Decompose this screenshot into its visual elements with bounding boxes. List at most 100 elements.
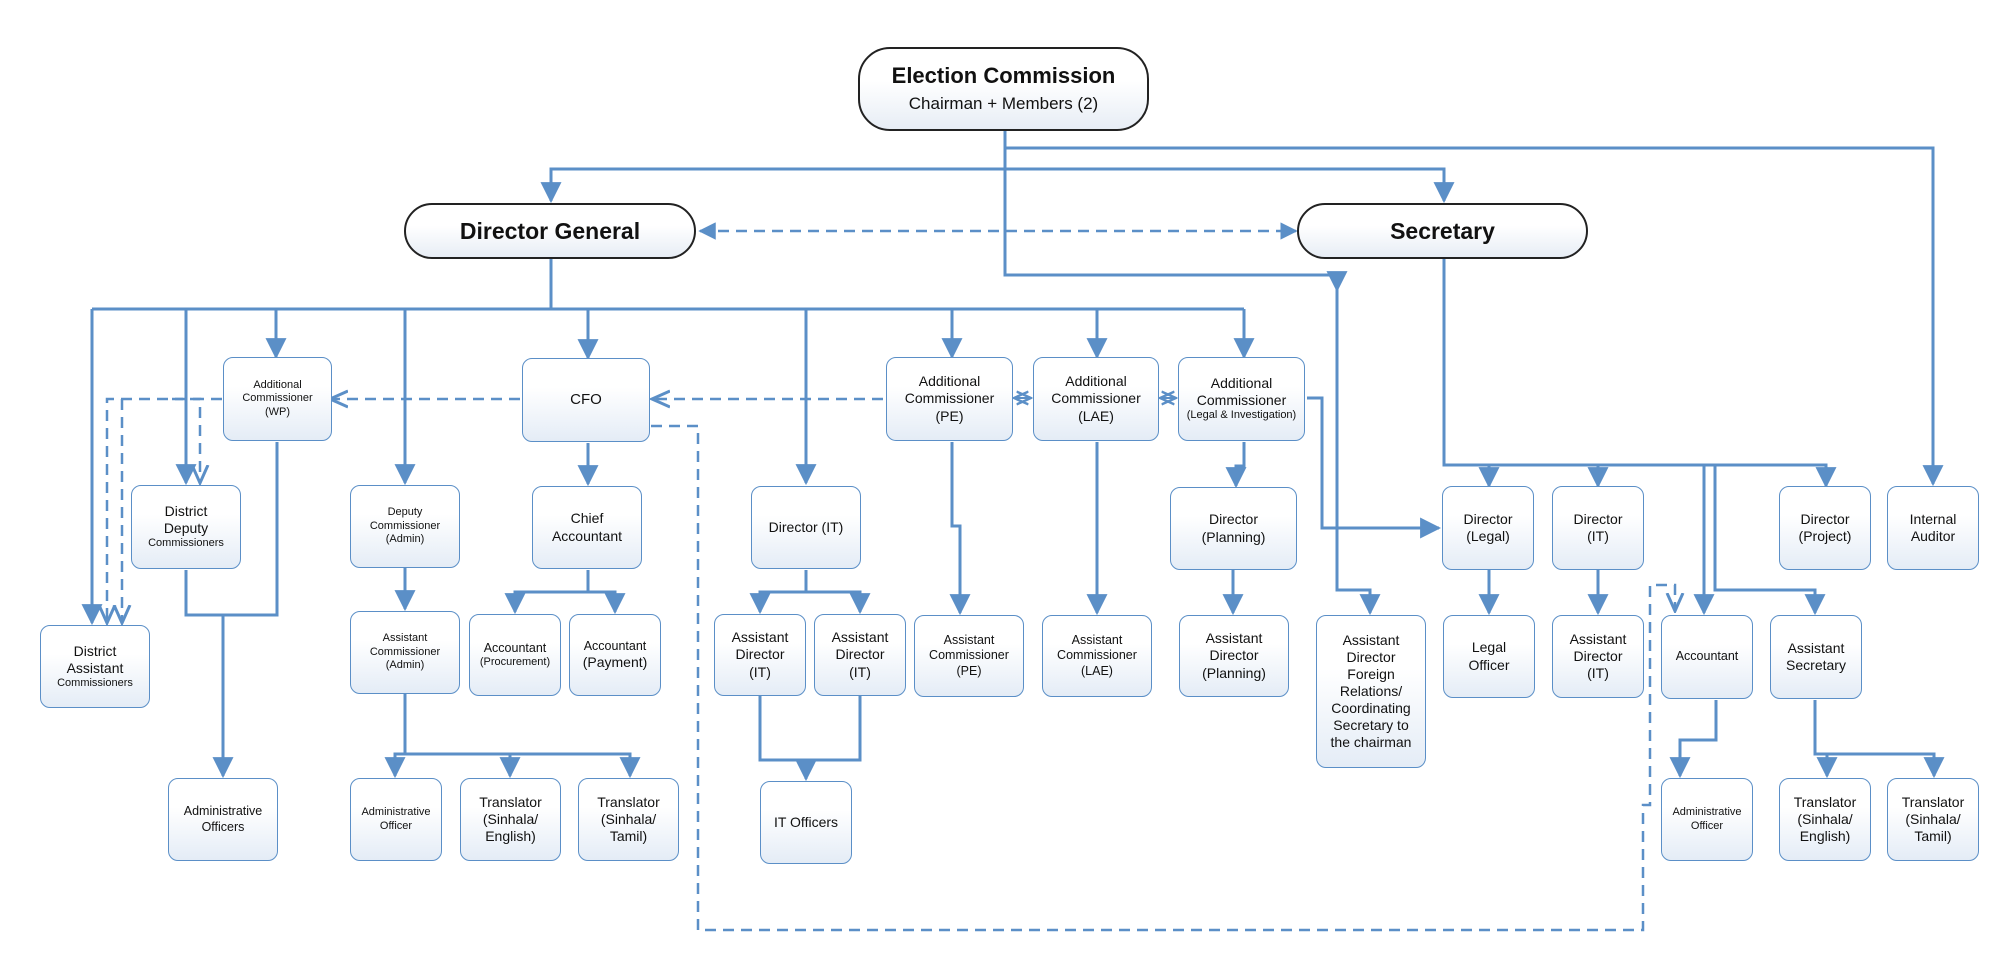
it-officers-label: IT Officers	[773, 813, 839, 830]
label-line: Additional	[918, 373, 981, 390]
label-line: Commissioner	[929, 648, 1009, 663]
label-line: Accountant	[483, 640, 547, 655]
secretary-box: Secretary	[1297, 203, 1588, 259]
label-line: Chief	[570, 510, 604, 527]
label-line: Director	[1573, 647, 1623, 664]
label-line: Officer	[1468, 656, 1510, 673]
legal-officer-box: Legal Officer	[1443, 615, 1535, 698]
label-line: Foreign	[1347, 665, 1395, 682]
label-line: Assistant	[1071, 633, 1123, 648]
label-line: Commissioners	[57, 676, 133, 689]
district-assistant-commissioners-box: District Assistant Commissioners	[40, 625, 150, 708]
label-line: (IT)	[1587, 665, 1609, 682]
assistant-director-foreign-relations-box: Assistant Director Foreign Relations/ Co…	[1316, 615, 1426, 768]
label-line: the chairman	[1330, 734, 1412, 751]
label-line: Tamil)	[1914, 828, 1952, 845]
label-line: (Sinhala/	[1905, 810, 1961, 827]
label-line: (LAE)	[1078, 407, 1114, 424]
label-line: Assistant	[831, 629, 889, 646]
label-line: Commissioner	[1051, 390, 1141, 407]
label-line: Assistant	[731, 629, 789, 646]
internal-auditor-box: Internal Auditor	[1887, 486, 1979, 570]
label-line: Officers	[201, 819, 245, 834]
director-project-box: Director (Project)	[1779, 486, 1871, 570]
label-line: (Planning)	[1201, 528, 1266, 545]
label-line: Officer	[379, 819, 413, 832]
director-it-secretary-box: Director (IT)	[1552, 486, 1644, 570]
deputy-commissioner-admin-box: Deputy Commissioner (Admin)	[350, 485, 460, 568]
accountant-secretary-box: Accountant	[1661, 615, 1753, 699]
label-line: Director	[1208, 511, 1258, 528]
label-line: Internal	[1909, 510, 1957, 527]
connector-ec-to-foreign	[1003, 131, 1348, 293]
label-line: District	[73, 642, 117, 659]
label-line: Tamil)	[609, 828, 648, 845]
director-general-box: Director General	[404, 203, 696, 259]
director-legal-box: Director (Legal)	[1442, 486, 1534, 570]
label-line: Additional	[253, 378, 302, 391]
additional-commissioner-legal-box: Additional Commissioner (Legal & Investi…	[1178, 357, 1305, 441]
label-line: Commissioner	[904, 390, 995, 407]
label-line: Director	[1209, 647, 1259, 664]
additional-commissioner-wp-box: Additional Commissioner (WP)	[223, 357, 332, 441]
label-line: Additional	[1210, 375, 1273, 392]
label-line: Accountant	[583, 638, 647, 653]
translator-sinhala-tamil-secretary-box: Translator (Sinhala/ Tamil)	[1887, 778, 1979, 861]
label-line: (Sinhala/	[482, 810, 539, 827]
label-line: Director	[1573, 510, 1623, 527]
label-line: Director	[835, 646, 885, 663]
label-line: (LAE)	[1081, 663, 1113, 678]
assistant-director-it-1-box: Assistant Director (IT)	[714, 614, 806, 696]
assistant-commissioner-lae-box: Assistant Commissioner (LAE)	[1042, 615, 1152, 697]
director-general-label: Director General	[459, 217, 641, 244]
administrative-officer-secretary-box: Administrative Officer	[1661, 778, 1753, 861]
label-line: (Payment)	[582, 654, 648, 671]
label-line: English)	[1799, 828, 1851, 845]
label-line: Commissioner	[369, 645, 441, 658]
label-line: Administrative	[361, 806, 431, 819]
label-line: District	[164, 503, 208, 520]
assistant-commissioner-admin-box: Assistant Commissioner (Admin)	[350, 611, 460, 694]
label-line: (Procurement)	[479, 655, 551, 668]
election-commission-box: Election Commission Chairman + Members (…	[858, 47, 1149, 131]
label-line: Administrative	[1672, 806, 1742, 819]
district-deputy-commissioners-box: District Deputy Commissioners	[131, 485, 241, 569]
label-line: (Legal & Investigation)	[1186, 409, 1297, 422]
label-line: Legal	[1471, 639, 1507, 656]
cfo-box: CFO	[522, 358, 650, 442]
label-line: Translator	[1901, 793, 1965, 810]
translator-sinhala-english-dg-box: Translator (Sinhala/ English)	[460, 778, 561, 861]
label-line: Commissioner	[242, 392, 313, 405]
label-line: Officer	[1690, 819, 1724, 832]
connector-ec-to-dg	[540, 131, 1007, 204]
administrative-officers-dg-box: Administrative Officers	[168, 778, 278, 861]
label-line: Translator	[597, 793, 660, 810]
label-line: (WP)	[264, 405, 291, 418]
accountant-procurement-box: Accountant (Procurement)	[469, 614, 561, 696]
label-line: Relations/	[1339, 682, 1403, 699]
translator-sinhala-tamil-dg-box: Translator (Sinhala/ Tamil)	[578, 778, 679, 861]
label-line: Director	[735, 646, 785, 663]
label-line: Director	[1463, 510, 1513, 527]
label-line: Additional	[1065, 373, 1127, 390]
additional-commissioner-pe-box: Additional Commissioner (PE)	[886, 357, 1013, 441]
label-line: Assistant	[382, 632, 428, 645]
label-line: Secretary	[1786, 657, 1846, 673]
additional-commissioner-lae-box: Additional Commissioner (LAE)	[1033, 357, 1159, 441]
assistant-director-it-2-box: Assistant Director (IT)	[814, 614, 906, 696]
label-line: (IT)	[749, 663, 771, 680]
cfo-label: CFO	[570, 390, 602, 408]
label-line: Assistant	[1342, 631, 1400, 648]
label-line: (PE)	[956, 663, 982, 678]
connector-ec-to-sec	[1005, 167, 1455, 204]
label-line: Auditor	[1910, 528, 1956, 544]
label-line: Assistant	[66, 659, 124, 676]
label-line: (Admin)	[385, 533, 425, 546]
label-line: Accountant	[551, 527, 623, 544]
translator-sinhala-english-secretary-box: Translator (Sinhala/ English)	[1779, 778, 1871, 861]
assistant-commissioner-pe-box: Assistant Commissioner (PE)	[914, 615, 1024, 697]
assistant-director-it-secretary-box: Assistant Director (IT)	[1552, 615, 1644, 698]
accountant-payment-box: Accountant (Payment)	[569, 614, 661, 696]
label-line: (Sinhala/	[600, 810, 657, 827]
connector-sec-trunk	[1442, 259, 1837, 489]
